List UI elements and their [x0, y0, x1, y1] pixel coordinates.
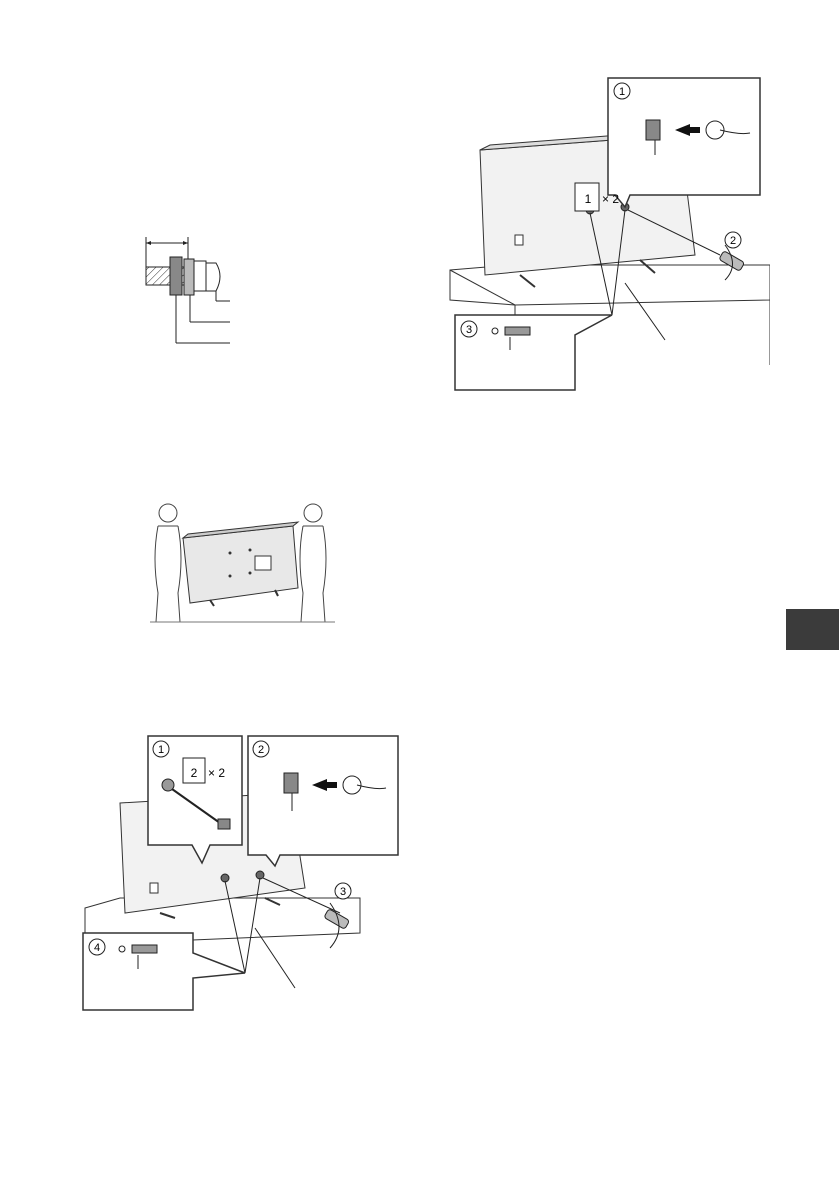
- quantity-label: × 2: [602, 192, 619, 206]
- screw-cross-section-diagram: [120, 225, 245, 355]
- part-number-label: 1: [585, 192, 592, 206]
- tv-fall-prevention-diagram-a: 1 1 × 2 2 3: [440, 75, 770, 400]
- part-number-label: 2: [191, 766, 198, 780]
- callout-number-4: 4: [94, 942, 100, 954]
- callout-number-2: 2: [258, 744, 264, 756]
- two-people-carrying-tv-illustration: [150, 498, 335, 628]
- section-tab: [786, 609, 839, 650]
- quantity-label: × 2: [208, 766, 225, 780]
- callout-number-1: 1: [619, 86, 625, 98]
- callout-number-3: 3: [340, 886, 346, 898]
- tv-fall-prevention-diagram-b: 1 2 × 2 2 3 4: [80, 733, 400, 1018]
- callout-number-1: 1: [158, 744, 164, 756]
- callout-number-3: 3: [466, 324, 472, 336]
- callout-number-2: 2: [730, 235, 736, 247]
